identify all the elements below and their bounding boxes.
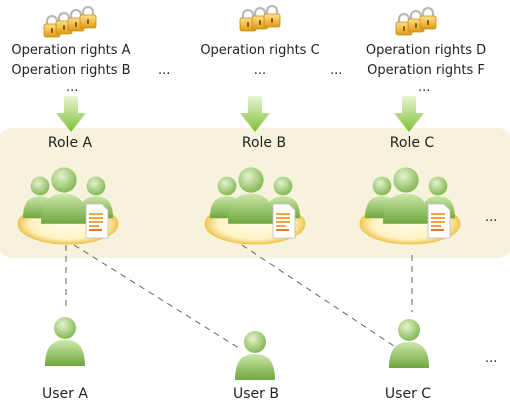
user-icon (235, 331, 275, 380)
rights-line: Operation rights A (11, 43, 131, 58)
user-label-b: User B (233, 386, 279, 402)
connector-userC-roleB (241, 244, 401, 351)
role-label-b: Role B (241, 135, 287, 151)
rights-line: ... (253, 63, 267, 78)
lock-icon-group-1 (42, 5, 98, 39)
user-role-connectors (65, 244, 413, 351)
connector-userB-roleA (73, 244, 243, 351)
rights-line: Operation rights C (200, 43, 320, 58)
lock-icon (262, 4, 282, 29)
user-icon (389, 319, 429, 368)
lock-icon-group-2 (238, 4, 282, 33)
user-icon (45, 317, 85, 366)
lock-icon-group-3 (394, 6, 438, 37)
arrow-down-icon (240, 96, 270, 132)
lock-icon (418, 6, 438, 31)
lock-icon (78, 5, 98, 30)
user-label-c: User C (384, 386, 432, 402)
rights-line: Operation rights F (367, 63, 485, 78)
rights-line: Operation rights D (365, 43, 487, 58)
role-label-c: Role C (389, 135, 435, 151)
rights-ellipsis: ... (66, 80, 79, 95)
role-label-a: Role A (47, 135, 93, 151)
users-more-ellipsis: ... (485, 351, 498, 366)
rights-line: Operation rights B (11, 63, 131, 78)
user-label-a: User A (42, 386, 88, 402)
between-ellipsis: ... (158, 63, 171, 78)
arrow-down-icon (394, 96, 424, 132)
arrow-down-icon (56, 96, 86, 132)
rights-ellipsis: ... (418, 80, 431, 95)
between-ellipsis: ... (330, 63, 343, 78)
roles-more-ellipsis: ... (485, 210, 498, 225)
